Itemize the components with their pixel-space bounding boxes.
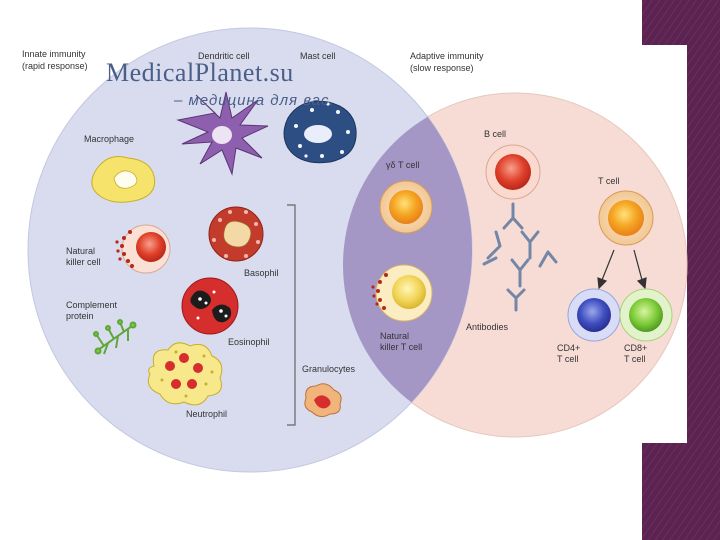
granulocytes-label: Granulocytes [302, 364, 356, 374]
cd4-t-cell-label-line1: CD4+ [557, 343, 581, 353]
neutrophil-icon [147, 342, 223, 406]
overlap-region [343, 93, 472, 437]
adaptive-immunity-subtitle: (slow response) [410, 63, 474, 73]
mast-cell-label: Mast cell [300, 51, 336, 61]
antibodies-label: Antibodies [466, 322, 509, 332]
eosinophil-label: Eosinophil [228, 337, 270, 347]
complement-protein-icon [93, 319, 137, 355]
nk-cell-label-line1: Natural [66, 246, 96, 256]
macrophage-icon [91, 156, 156, 203]
dendritic-cell-label: Dendritic cell [198, 51, 250, 61]
cd4-t-cell-label-line2: T cell [557, 354, 579, 364]
cd8-t-cell-label-line2: T cell [624, 354, 646, 364]
nk-cell-label-line2: killer cell [66, 257, 101, 267]
macrophage-label: Macrophage [84, 134, 135, 144]
gamma-delta-t-cell-label: γδ T cell [386, 160, 420, 170]
natural-killer-t-cell-icon [371, 264, 433, 322]
nkt-cell-label-line1: Natural [380, 331, 410, 341]
innate-immunity-subtitle: (rapid response) [22, 61, 88, 71]
innate-immunity-title: Innate immunity [22, 49, 86, 59]
antibodies-icon [482, 202, 558, 312]
neutrophil-label: Neutrophil [186, 409, 228, 419]
b-cell-icon [485, 144, 541, 200]
adaptive-immunity-title: Adaptive immunity [410, 51, 484, 61]
dendritic-cell-icon [176, 91, 269, 176]
granulocytes-bracket [287, 204, 296, 426]
granulocyte-small-icon [304, 383, 342, 418]
eosinophil-icon [181, 277, 239, 335]
basophil-icon [208, 206, 264, 262]
cd4-t-cell-icon [567, 288, 621, 342]
gamma-delta-t-cell-icon [379, 180, 433, 234]
complement-protein-label-line1: Complement [66, 300, 118, 310]
t-cell-label: T cell [598, 176, 620, 186]
watermark-site-name: MedicalPlanet.su [106, 58, 294, 87]
cd8-t-cell-label-line1: CD8+ [624, 343, 648, 353]
watermark-tagline: – медицина для вас. [174, 92, 335, 109]
t-cell-icon [598, 190, 654, 246]
differentiation-arrows [597, 249, 647, 290]
basophil-label: Basophil [244, 268, 279, 278]
mast-cell-icon [283, 100, 357, 164]
cd8-t-cell-icon [619, 288, 673, 342]
natural-killer-cell-icon [115, 224, 171, 274]
nkt-cell-label-line2: killer T cell [380, 342, 423, 352]
b-cell-label: B cell [484, 129, 507, 139]
complement-protein-label-line2: protein [66, 311, 94, 321]
